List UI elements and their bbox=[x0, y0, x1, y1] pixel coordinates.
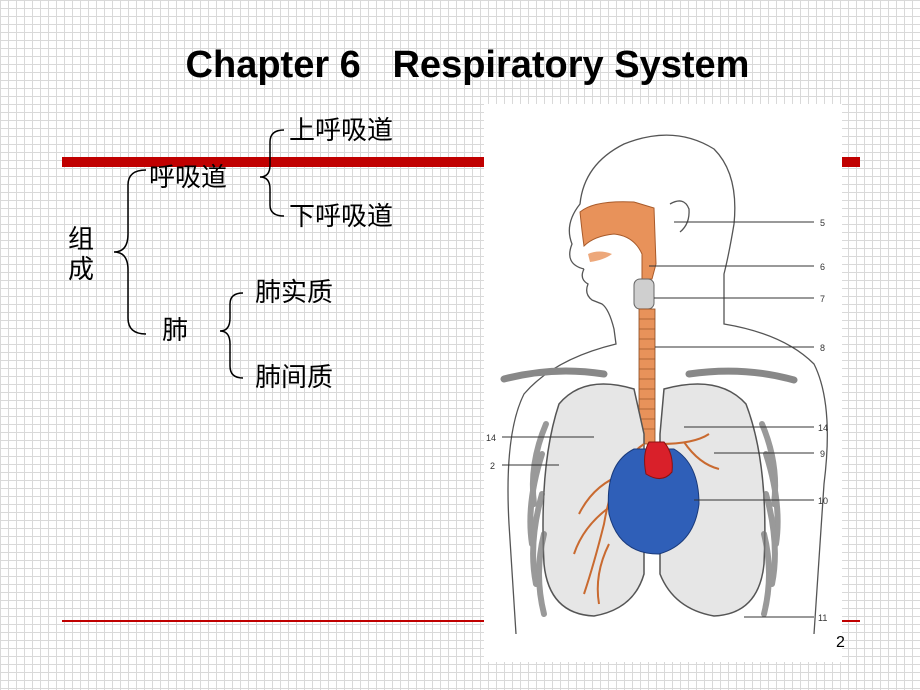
title-underline bbox=[62, 157, 860, 167]
tree-leaf-lower-airway: 下呼吸道 bbox=[289, 202, 394, 232]
tree-braces bbox=[113, 129, 285, 379]
callout-label: 6 bbox=[820, 262, 825, 272]
callout-label: 7 bbox=[820, 294, 825, 304]
callout-label: 5 bbox=[820, 218, 825, 228]
tree-branch-lung: 肺 bbox=[162, 316, 189, 346]
page-number: 2 bbox=[836, 634, 845, 651]
branch1-brace bbox=[259, 129, 285, 217]
footer-line bbox=[62, 620, 860, 622]
tree-leaf-upper-airway: 上呼吸道 bbox=[289, 116, 394, 146]
callout-label: 14 bbox=[486, 433, 496, 443]
callout-label: 9 bbox=[820, 449, 825, 459]
tree-leaf-lung-interstitium: 肺间质 bbox=[255, 363, 334, 393]
callout-label: 10 bbox=[818, 496, 828, 506]
callout-label: 8 bbox=[820, 343, 825, 353]
branch2-brace bbox=[219, 292, 244, 379]
callout-label: 14 bbox=[818, 423, 828, 433]
tree-leaf-lung-parenchyma: 肺实质 bbox=[255, 278, 334, 308]
tree-root-label: 组成 bbox=[68, 225, 95, 285]
root-brace bbox=[113, 169, 147, 335]
callout-label: 11 bbox=[818, 613, 827, 623]
respiratory-system-illustration: 5 6 7 8 14 2 14 9 10 11 bbox=[484, 104, 842, 662]
callout-label: 2 bbox=[490, 461, 495, 471]
slide-title: Chapter 6 Respiratory System bbox=[185, 44, 750, 86]
tree-branch-airway: 呼吸道 bbox=[149, 163, 228, 193]
